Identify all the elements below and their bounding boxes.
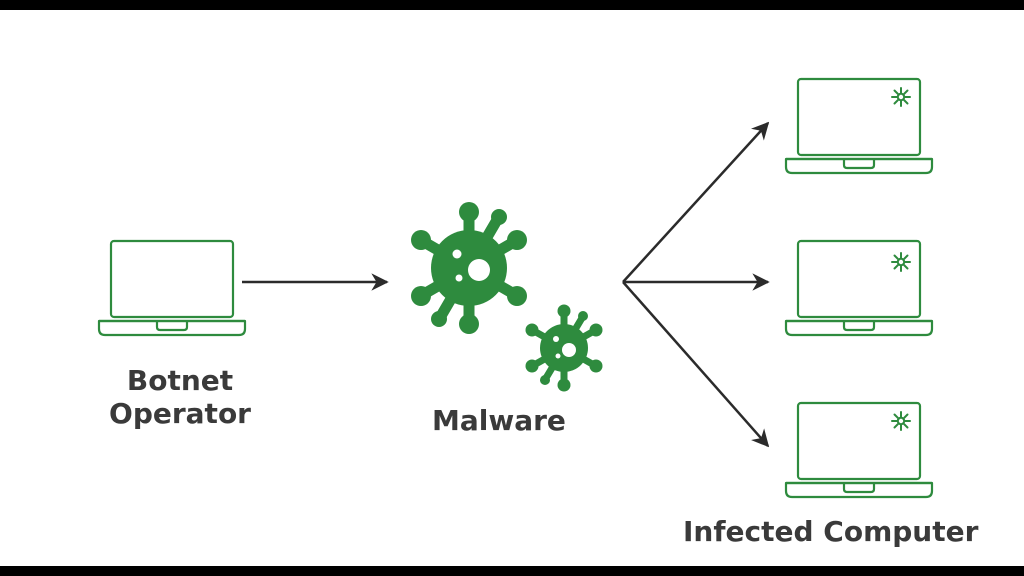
large-virus-icon [411,202,527,334]
virus-badge-icon [891,411,911,431]
botnet-operator-label: Botnet Operator [100,364,260,430]
malware-to-infected-arrows [622,121,770,448]
diagram-canvas: Botnet Operator Malware Infected Compute… [0,10,1024,566]
infected-laptop-icon [784,401,934,499]
infected-computer-label: Infected Computer [683,515,979,548]
operator-laptop-icon [97,239,247,337]
small-virus-icon [525,304,603,392]
malware-label: Malware [432,404,566,437]
infected-laptop-icon [784,239,934,337]
virus-badge-icon [891,252,911,272]
arrow-to-infected-top [622,121,770,283]
botnet-operator-label-line2: Operator [109,397,251,430]
infected-laptop-icon [784,77,934,175]
botnet-operator-label-line1: Botnet [126,364,234,397]
virus-badge-icon [891,87,911,107]
arrow-to-infected-bottom [622,281,770,448]
